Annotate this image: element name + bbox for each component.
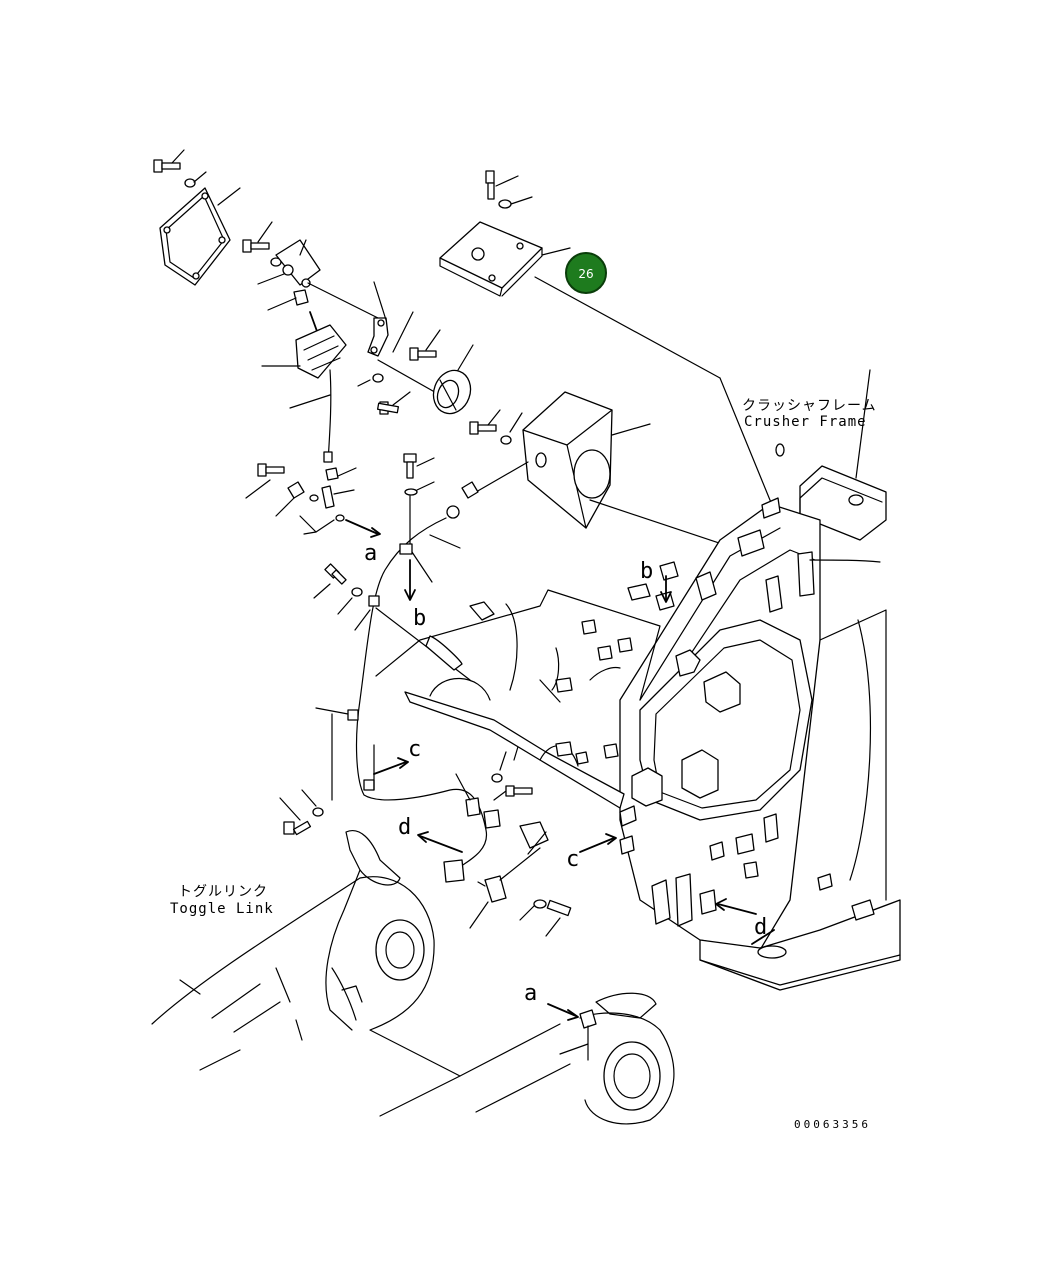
crusher-frame-en: Crusher Frame xyxy=(744,414,867,430)
proximity-switch xyxy=(261,311,347,463)
view-ref-a-upper: a xyxy=(364,541,377,566)
callout-26[interactable]: 26 xyxy=(565,252,607,294)
view-ref-c-right: c xyxy=(566,847,579,872)
washer xyxy=(184,178,196,188)
inner-plate xyxy=(375,583,675,809)
view-ref-d-left: d xyxy=(398,815,411,840)
cover-plate xyxy=(159,187,231,286)
callout-26-badge[interactable] xyxy=(565,252,607,294)
bracket-assembly xyxy=(242,221,379,319)
cover-plate-assembly xyxy=(153,149,241,286)
crusher-frame-label: クラッシャフレーム Crusher Frame xyxy=(742,369,877,479)
crusher-frame xyxy=(619,443,901,991)
view-arrow-c-right: c xyxy=(566,833,617,872)
middle-bolts xyxy=(491,739,533,797)
mount-bracket xyxy=(275,239,321,286)
view-ref-c-left: c xyxy=(408,737,421,762)
view-ref-b-right: b xyxy=(640,559,653,584)
view-arrow-b-left: b xyxy=(404,559,426,631)
switch-housing xyxy=(522,391,771,561)
connector-bracket-group xyxy=(443,773,572,937)
toggle-link-en: Toggle Link xyxy=(170,901,274,917)
wire-harness xyxy=(315,461,529,871)
clip-bolt xyxy=(403,453,435,553)
toggle-link-jp: トグルリンク xyxy=(178,884,268,900)
drawing-number: 00063356 xyxy=(794,1118,871,1131)
toggle-link: トグルリンク Toggle Link xyxy=(151,830,675,1125)
link-arm xyxy=(357,281,441,415)
clamp-parts-cluster: a xyxy=(245,463,381,566)
crusher-frame-jp: クラッシャフレーム xyxy=(742,398,877,414)
view-arrow-c-left: c xyxy=(373,737,421,791)
housing-bolts xyxy=(469,409,523,445)
bolt xyxy=(153,159,181,173)
view-arrow-d-right: d xyxy=(715,898,767,940)
view-arrow-b-right: b xyxy=(640,559,679,603)
callout-26-label: 26 xyxy=(578,267,593,281)
view-arrow-d-left: d xyxy=(398,815,463,853)
view-arrow-a-lower: a xyxy=(524,981,579,1021)
lower-clip-bolt xyxy=(279,713,333,836)
target-disc xyxy=(409,329,474,415)
view-ref-b-left: b xyxy=(413,606,426,631)
view-ref-a-lower: a xyxy=(524,981,537,1006)
view-ref-d-right: d xyxy=(754,915,767,940)
nut xyxy=(293,289,309,306)
upper-bracket-plate xyxy=(439,170,773,506)
